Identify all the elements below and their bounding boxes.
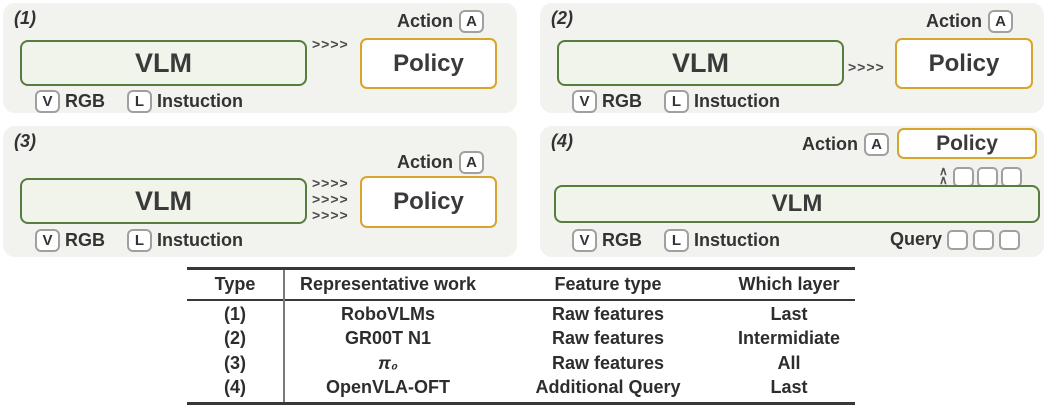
panel-2-number: (2): [551, 8, 573, 28]
vision-tag: V: [35, 229, 60, 252]
policy-box: Policy: [360, 176, 497, 228]
cell-feature-type: Raw features: [551, 352, 665, 373]
feature-arrow-icon: >>>>: [312, 36, 349, 52]
panel-4: (4) Action A Policy ∧ ∧ VLM V RGB L Inst…: [540, 126, 1044, 257]
cell-type: (3): [224, 352, 246, 373]
rgb-label: RGB: [602, 91, 642, 111]
vlm-box: VLM: [557, 40, 844, 86]
action-tag: A: [459, 151, 484, 174]
query-token-box: [953, 167, 974, 187]
panel-4-number: (4): [551, 131, 573, 151]
feature-arrows-icon: >>>> >>>> >>>>: [312, 175, 349, 223]
cell-work: OpenVLA-OFT: [326, 377, 450, 398]
cell-feature-type: Raw features: [551, 328, 665, 349]
vlm-box: VLM: [554, 185, 1040, 223]
instruction-label: Instuction: [157, 91, 243, 111]
cell-work: π₀: [378, 352, 398, 373]
policy-box: Policy: [897, 128, 1037, 159]
panel-3: (3) Action A VLM >>>> >>>> >>>> Policy V…: [3, 126, 517, 257]
instruction-label: Instuction: [157, 230, 243, 250]
language-tag: L: [127, 90, 152, 113]
query-token-box: [1001, 167, 1022, 187]
table-row: (2) GR00T N1 Raw features Intermidiate: [187, 327, 855, 352]
query-token-box: [999, 229, 1021, 250]
policy-box: Policy: [895, 38, 1033, 89]
rgb-label: RGB: [65, 91, 105, 111]
language-tag: L: [664, 229, 689, 252]
table-body: (1) RoboVLMs Raw features Last (2) GR00T…: [187, 301, 855, 402]
table-column-divider: [283, 270, 285, 402]
header-which-layer: Which layer: [738, 274, 840, 294]
action-label: Action: [397, 152, 453, 172]
panel-2: (2) Action A VLM >>>> Policy V RGB L Ins…: [540, 3, 1044, 113]
panel-3-number: (3): [14, 131, 36, 151]
inputs-row: V RGB L Instuction: [35, 90, 243, 113]
vlm-box: VLM: [20, 178, 307, 224]
cell-feature-type: Additional Query: [535, 377, 681, 398]
cell-type: (4): [224, 377, 246, 398]
query-token-box: [973, 229, 995, 250]
rgb-label: RGB: [65, 230, 105, 250]
header-feature-type: Feature type: [554, 274, 662, 294]
cell-type: (2): [224, 328, 246, 349]
rgb-label: RGB: [602, 230, 642, 250]
cell-which-layer: Intermidiate: [737, 328, 841, 349]
language-tag: L: [664, 90, 689, 113]
vision-tag: V: [572, 229, 597, 252]
action-label: Action: [397, 11, 453, 31]
inputs-row: V RGB L Instuction: [572, 90, 780, 113]
vision-tag: V: [572, 90, 597, 113]
table-header-row: Type Representative work Feature type Wh…: [187, 270, 855, 301]
query-input: Query: [890, 229, 1021, 250]
query-token-box: [977, 167, 998, 187]
query-token-row: [953, 167, 1022, 187]
action-tag: A: [988, 10, 1013, 33]
action-tag: A: [864, 133, 889, 156]
action-label: Action: [802, 134, 858, 154]
table-row: (3) π₀ Raw features All: [187, 351, 855, 376]
instruction-label: Instuction: [694, 91, 780, 111]
up-arrow-icon: ∧ ∧: [939, 164, 948, 187]
instruction-label: Instuction: [694, 230, 780, 250]
cell-which-layer: All: [777, 352, 801, 373]
cell-feature-type: Raw features: [551, 303, 665, 324]
table-row: (1) RoboVLMs Raw features Last: [187, 302, 855, 327]
cell-which-layer: Last: [770, 303, 808, 324]
cell-work: GR00T N1: [344, 328, 432, 349]
panel-1: (1) Action A VLM >>>> Policy V RGB L Ins…: [3, 3, 517, 113]
action-tag: A: [459, 10, 484, 33]
query-label: Query: [890, 229, 943, 249]
header-type: Type: [214, 274, 256, 294]
query-token-box: [947, 229, 969, 250]
feature-arrow-icon: >>>>: [848, 59, 885, 75]
cell-which-layer: Last: [770, 377, 808, 398]
inputs-row: V RGB L Instuction: [35, 229, 243, 252]
action-output: Action A: [397, 151, 484, 174]
comparison-table: Type Representative work Feature type Wh…: [187, 267, 855, 405]
action-label: Action: [926, 11, 982, 31]
action-output: Action A: [397, 10, 484, 33]
cell-type: (1): [224, 303, 246, 324]
panel-1-number: (1): [14, 8, 36, 28]
cell-work: RoboVLMs: [341, 303, 435, 324]
policy-box: Policy: [360, 38, 497, 89]
vlm-box: VLM: [20, 40, 307, 86]
action-output: Action A: [802, 133, 889, 156]
table-row: (4) OpenVLA-OFT Additional Query Last: [187, 376, 855, 401]
language-tag: L: [127, 229, 152, 252]
action-output: Action A: [926, 10, 1013, 33]
inputs-row: V RGB L Instuction: [572, 229, 780, 252]
vision-tag: V: [35, 90, 60, 113]
header-representative-work: Representative work: [299, 274, 477, 294]
